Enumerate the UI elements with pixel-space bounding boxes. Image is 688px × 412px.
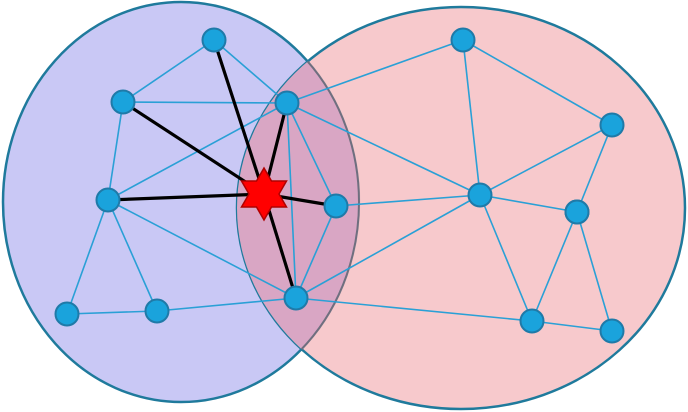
node-n4 bbox=[274, 90, 300, 116]
edge-n9-n10 bbox=[462, 39, 481, 196]
edge-n11-n13 bbox=[576, 124, 613, 213]
edge-n4-n8 bbox=[286, 102, 337, 207]
hub-edge-n3 bbox=[107, 192, 265, 202]
edge-n3-n7 bbox=[107, 199, 297, 299]
edge-n2-n4 bbox=[122, 101, 288, 104]
edge-n4-n7 bbox=[286, 102, 297, 299]
edge-n1-n4 bbox=[213, 39, 288, 104]
edge-n14-n15 bbox=[531, 320, 613, 332]
edge-n13-n14 bbox=[531, 211, 578, 322]
network-edges bbox=[66, 39, 613, 332]
edge-n3-n5 bbox=[66, 199, 109, 315]
edge-n10-n11 bbox=[479, 124, 613, 196]
edge-n2-n3 bbox=[107, 101, 124, 201]
edge-n7-n14 bbox=[295, 297, 533, 322]
hub-edge-n2 bbox=[122, 100, 265, 196]
node-n1 bbox=[201, 27, 227, 53]
edge-n10-n13 bbox=[479, 194, 578, 213]
hub-edge-n1 bbox=[212, 39, 266, 195]
node-n10 bbox=[467, 182, 493, 208]
network-nodes bbox=[54, 27, 625, 344]
edge-n6-n7 bbox=[156, 297, 297, 312]
node-n9 bbox=[450, 27, 476, 53]
star-icon bbox=[240, 166, 288, 222]
node-n8 bbox=[323, 193, 349, 219]
node-n6 bbox=[144, 298, 170, 324]
edge-n10-n14 bbox=[479, 194, 533, 322]
node-n14 bbox=[519, 308, 545, 334]
node-n11 bbox=[599, 112, 625, 138]
edge-n5-n6 bbox=[66, 310, 158, 315]
hub-layer bbox=[240, 166, 288, 222]
edge-n7-n10 bbox=[295, 194, 481, 299]
left-community-border bbox=[237, 7, 360, 403]
edge-n8-n7 bbox=[295, 205, 337, 299]
edge-n4-n10 bbox=[286, 102, 481, 196]
node-n7 bbox=[283, 285, 309, 311]
edge-n13-n15 bbox=[576, 211, 613, 332]
node-n13 bbox=[564, 199, 590, 225]
node-n15 bbox=[599, 318, 625, 344]
edge-n8-n10 bbox=[335, 194, 481, 207]
node-n5 bbox=[54, 301, 80, 327]
edge-n4-n9 bbox=[286, 39, 464, 104]
node-n3 bbox=[95, 187, 121, 213]
edge-n2-n1 bbox=[122, 39, 215, 103]
edge-n9-n11 bbox=[462, 39, 613, 126]
edge-n3-n6 bbox=[107, 199, 158, 312]
node-n2 bbox=[110, 89, 136, 115]
